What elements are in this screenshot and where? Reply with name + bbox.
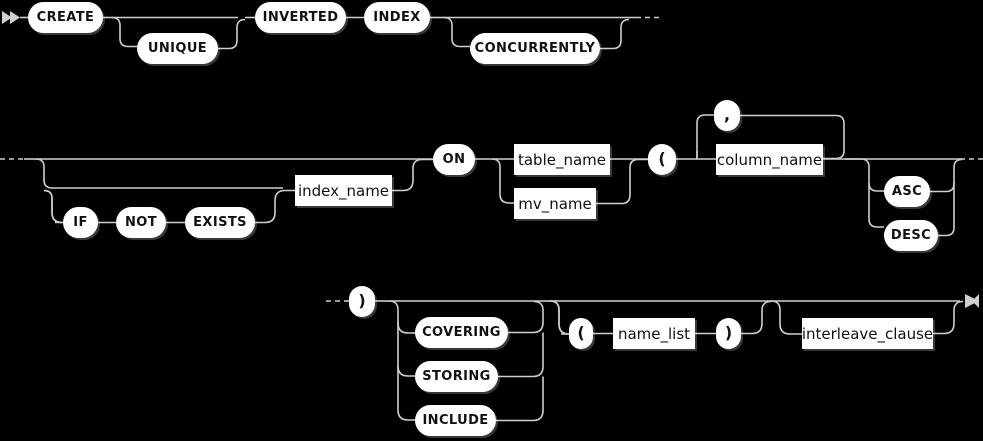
node-left-paren-name-list[interactable]: (: [569, 318, 593, 349]
node-include[interactable]: INCLUDE: [415, 405, 496, 436]
node-column-name[interactable]: column_name: [716, 144, 823, 175]
end-marker-icon: [965, 294, 979, 308]
start-arrow-icon: [2, 11, 20, 24]
node-exists[interactable]: EXISTS: [185, 207, 255, 238]
node-desc[interactable]: DESC: [884, 220, 938, 251]
node-comma[interactable]: ,: [714, 100, 740, 131]
node-covering[interactable]: COVERING: [415, 317, 508, 348]
node-index-name[interactable]: index_name: [295, 175, 392, 206]
node-index[interactable]: INDEX: [364, 2, 430, 33]
node-storing[interactable]: STORING: [415, 361, 498, 392]
node-mv-name[interactable]: mv_name: [514, 188, 596, 219]
node-create[interactable]: CREATE: [28, 2, 103, 33]
node-right-paren-columns[interactable]: ): [349, 286, 375, 317]
node-on[interactable]: ON: [433, 144, 475, 175]
node-asc[interactable]: ASC: [884, 176, 930, 207]
node-concurrently[interactable]: CONCURRENTLY: [470, 33, 600, 64]
node-left-paren-columns[interactable]: (: [648, 144, 676, 175]
node-inverted[interactable]: INVERTED: [255, 2, 346, 33]
node-name-list[interactable]: name_list: [613, 318, 695, 349]
node-interleave-clause[interactable]: interleave_clause: [802, 318, 933, 349]
node-table-name[interactable]: table_name: [514, 144, 610, 175]
node-right-paren-name-list[interactable]: ): [716, 318, 741, 349]
node-if[interactable]: IF: [63, 207, 98, 238]
node-unique[interactable]: UNIQUE: [137, 33, 218, 64]
node-not[interactable]: NOT: [116, 207, 166, 238]
